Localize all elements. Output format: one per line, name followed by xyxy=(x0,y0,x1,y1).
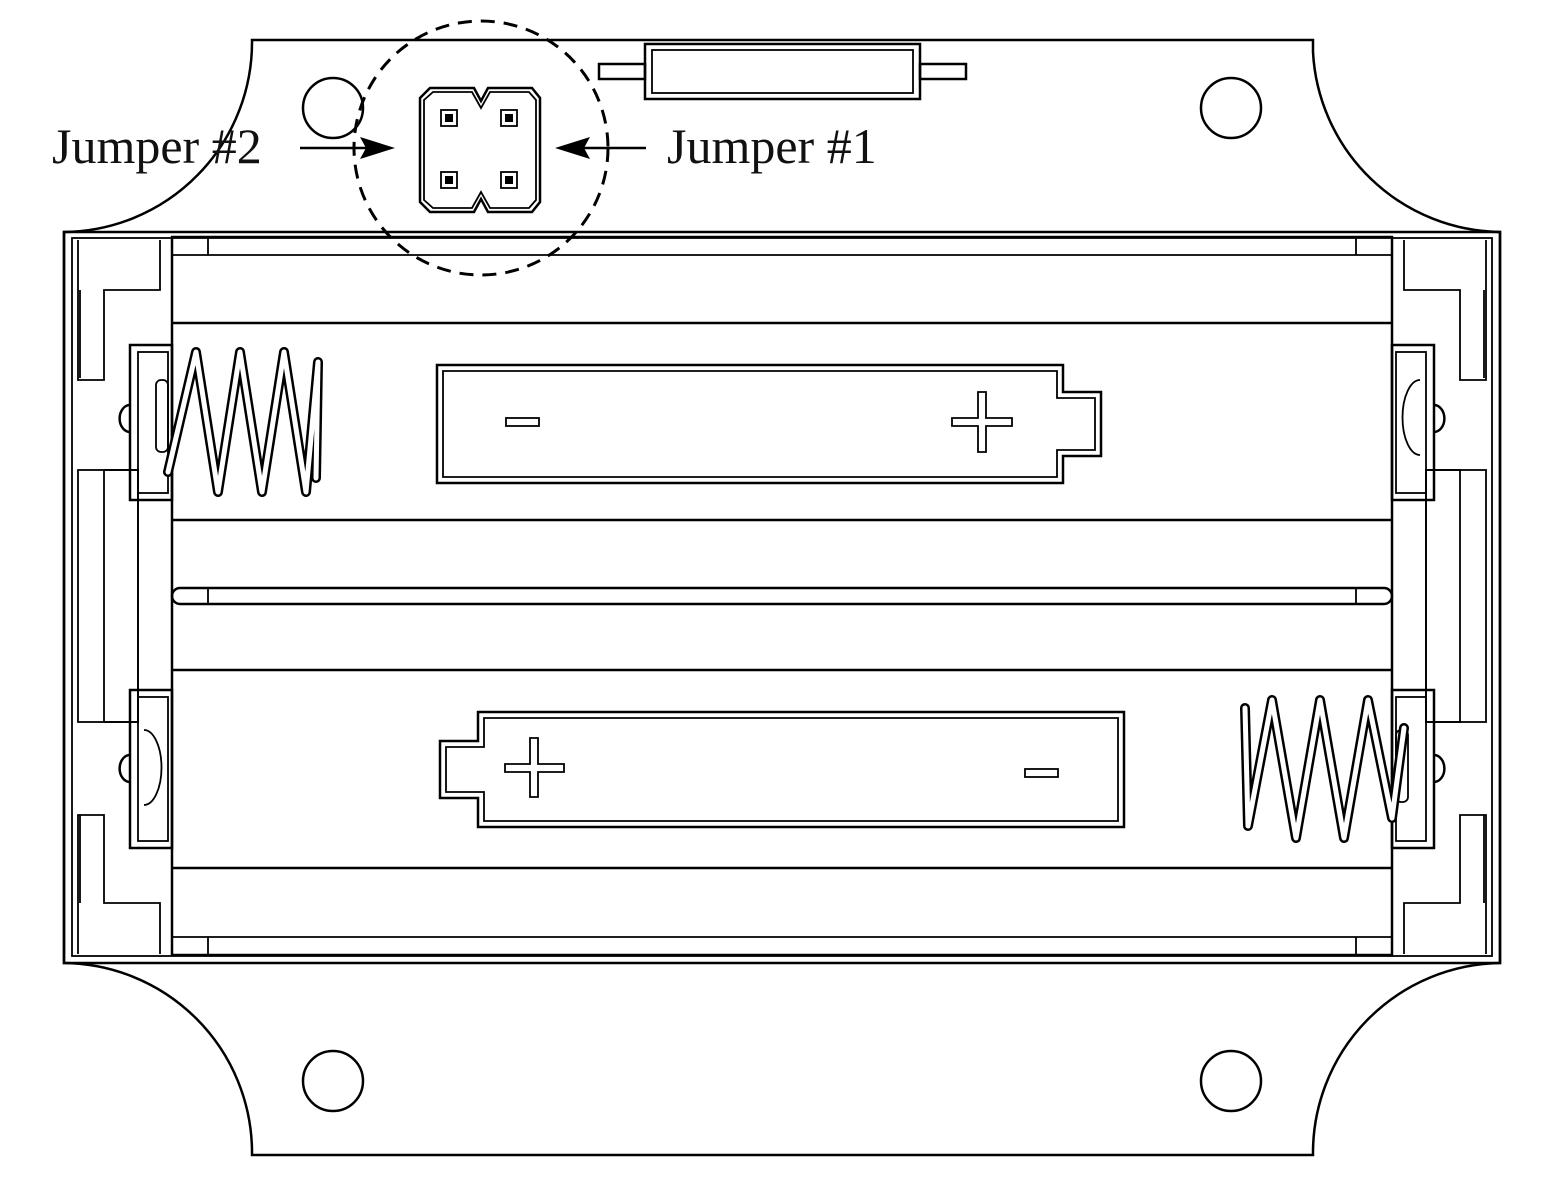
arrow-jumper-1 xyxy=(555,137,646,159)
label-jumper-2: Jumper #2 xyxy=(52,118,262,174)
jumper-pin-2 xyxy=(500,109,518,127)
battery-top-plus-sign xyxy=(951,391,1013,453)
reed-switch xyxy=(597,42,968,101)
battery-outline-bottom xyxy=(438,710,1126,829)
mounting-hole-bottom-right xyxy=(1199,1049,1263,1113)
contact-clip-top-right xyxy=(1390,343,1446,502)
battery-holder xyxy=(62,230,1502,965)
battery-outline-top xyxy=(435,363,1103,485)
contact-clip-top-left xyxy=(118,343,174,502)
spring-bottom-right xyxy=(1240,695,1409,843)
jumper-pin-1 xyxy=(440,109,458,127)
jumper-pin-4 xyxy=(500,171,518,189)
jumper-header xyxy=(418,86,542,214)
enclosure-outline xyxy=(62,38,1502,1157)
battery-bottom-plus-sign xyxy=(504,737,565,798)
label-jumper-1: Jumper #1 xyxy=(667,118,877,174)
left-side-rail xyxy=(77,240,161,954)
contact-clip-bottom-left xyxy=(118,688,174,850)
tray-top-rib xyxy=(172,237,1392,256)
battery-bottom-minus-sign xyxy=(1024,768,1059,778)
mounting-hole-top-left xyxy=(301,76,365,140)
battery-top-minus-sign xyxy=(505,417,540,427)
mounting-hole-top-right xyxy=(1199,76,1263,140)
tray-middle-rib xyxy=(170,586,1394,606)
arrow-jumper-2 xyxy=(300,137,395,159)
spring-top-left xyxy=(163,347,323,497)
tray-bottom-rib xyxy=(172,936,1392,955)
right-side-rail xyxy=(1403,240,1487,954)
jumper-pin-3 xyxy=(440,171,458,189)
mounting-hole-bottom-left xyxy=(301,1049,365,1113)
